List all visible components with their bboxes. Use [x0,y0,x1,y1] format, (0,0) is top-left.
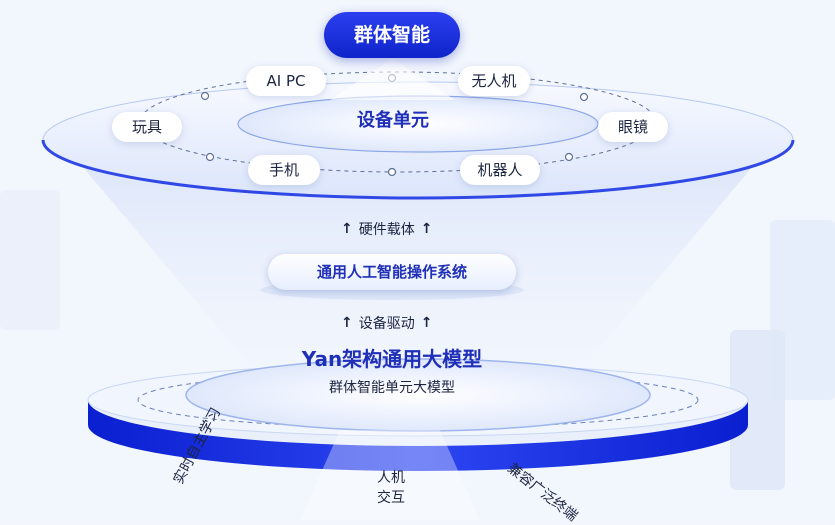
device-pill-phone: 手机 [248,155,320,185]
up-arrow-icon: ↑ [341,221,353,237]
driver-link-label: 设备驱动 [358,316,415,332]
device-unit-label: 设备单元 [357,110,429,131]
device-pill-toy: 玩具 [112,112,182,142]
hardware-link-label: 硬件载体 [358,222,415,238]
feature-human-interaction: 人机交互 [373,468,409,508]
os-badge: 通用人工智能操作系统 [268,254,516,290]
title-badge: 群体智能 [324,12,460,58]
device-pill-robot: 机器人 [460,155,540,185]
up-arrow-icon: ↑ [341,315,353,331]
model-subtitle: 群体智能单元大模型 [329,380,455,396]
hardware-link: ↑ 硬件载体 ↑ [341,219,432,239]
up-arrow-icon: ↑ [420,315,433,331]
device-pill-glasses: 眼镜 [598,112,668,142]
device-pill-ai-pc: AI PC [246,66,326,96]
driver-link: ↑ 设备驱动 ↑ [341,313,432,333]
model-title: Yan架构通用大模型 [301,347,483,371]
device-pill-drone: 无人机 [458,66,530,96]
up-arrow-icon: ↑ [420,221,433,237]
feature-human-interaction-label: 人机交互 [377,470,405,506]
